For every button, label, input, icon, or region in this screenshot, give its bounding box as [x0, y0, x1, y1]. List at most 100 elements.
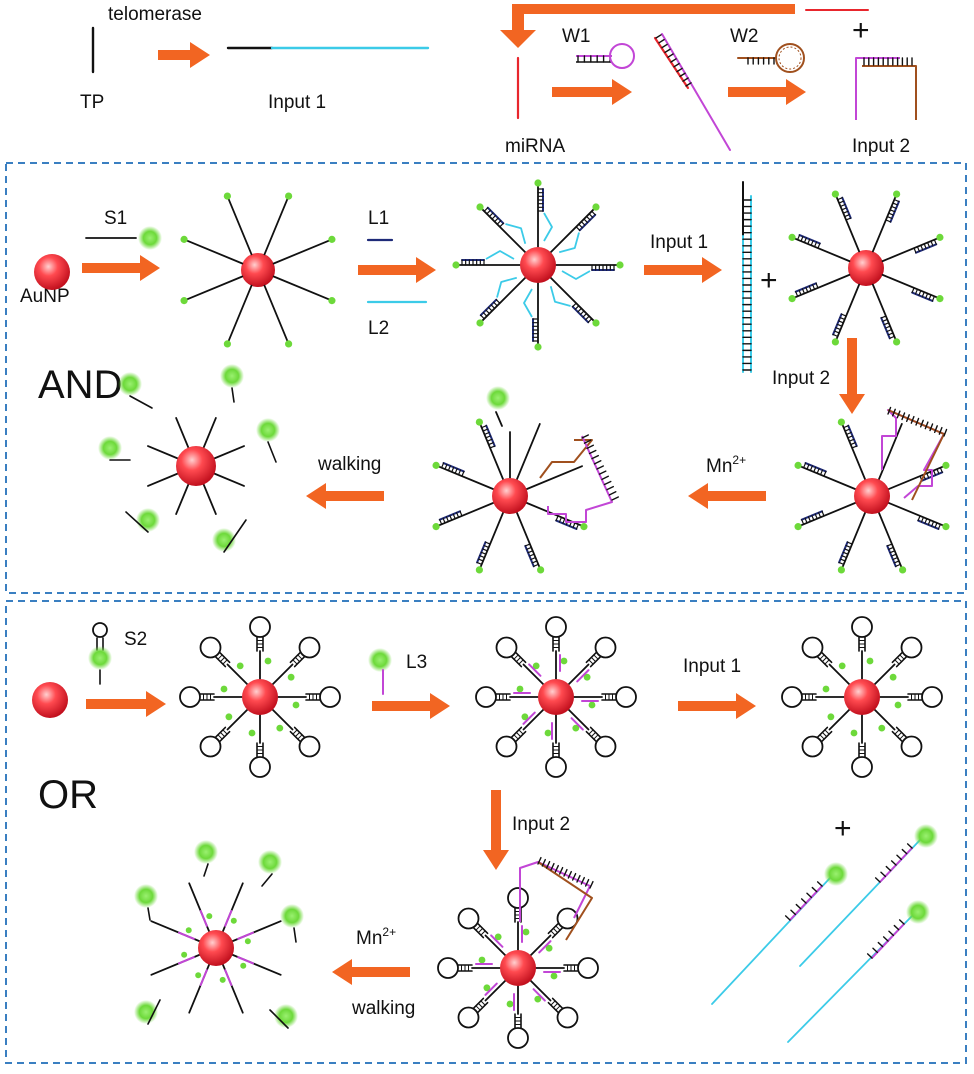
- released-fam: [256, 418, 280, 442]
- l1-spoke: [887, 501, 950, 531]
- fam-dot: [287, 673, 295, 681]
- fam-dot: [432, 461, 440, 469]
- fam-dot: [521, 713, 529, 721]
- w1-loop: [609, 43, 635, 69]
- hairpin-strand: [873, 636, 923, 686]
- released-fam: [486, 386, 510, 410]
- hairpin-loop: [298, 735, 321, 758]
- fam-dot: [878, 724, 886, 732]
- hairpin-loop: [577, 957, 599, 979]
- fam-dot: [893, 190, 901, 198]
- fam-dot: [544, 729, 552, 737]
- hairpin-strand: [277, 686, 341, 709]
- s1-spoke: [272, 275, 336, 305]
- fam-dot: [537, 566, 545, 574]
- fam-dot: [476, 203, 484, 211]
- fam-dot: [292, 701, 300, 709]
- l3-fragment: [199, 910, 208, 927]
- w2-stem-ticks: [747, 57, 775, 65]
- fam-dot: [285, 192, 293, 200]
- hairpin-strand: [249, 616, 272, 680]
- hairpin-strand: [567, 636, 617, 686]
- fam-dot: [850, 729, 858, 737]
- top-plus-sign: +: [852, 14, 870, 47]
- hairpin-loop: [556, 1006, 579, 1029]
- l3-fragment: [178, 931, 195, 940]
- hairpin-loop: [507, 1027, 529, 1049]
- released-duplex-ticks: [742, 199, 752, 371]
- input1-top-label: Input 1: [268, 92, 326, 113]
- input2-ticks: [863, 57, 913, 66]
- hairpin-strand: [801, 708, 851, 758]
- input2-bound-ticks: [887, 406, 948, 437]
- hairpin-strand: [851, 616, 874, 680]
- fam-dot: [452, 261, 460, 269]
- and-aunp-l1: [848, 250, 884, 286]
- or-input2-label: Input 2: [512, 814, 570, 835]
- l1-spoke: [881, 233, 944, 263]
- fam-dot: [534, 995, 542, 1003]
- hairpin-strand: [850, 714, 873, 778]
- hairpin-loop: [437, 957, 459, 979]
- hairpin-strand: [179, 685, 243, 708]
- l1-spoke: [432, 461, 495, 491]
- l2-bridge: [485, 250, 515, 260]
- hairpin-loop: [545, 756, 567, 778]
- hairpin-loop: [781, 686, 803, 708]
- released-fam-strand: [125, 511, 149, 533]
- fam-dot: [230, 917, 237, 924]
- hairpin-loop: [507, 887, 529, 909]
- fam-dot: [942, 461, 950, 469]
- hairpin-loop: [921, 686, 943, 708]
- w2-arrow: [728, 79, 806, 105]
- or-panel-frame: [5, 600, 967, 1064]
- fam-dot: [592, 319, 600, 327]
- or-aunp-input1: [844, 679, 880, 715]
- mirna-w1-duplex-red: [653, 36, 690, 90]
- l1-spoke: [881, 273, 944, 303]
- aunp-label: AuNP: [20, 286, 70, 307]
- or-input2-ticks: [537, 856, 594, 889]
- or-l3-arrow: [372, 693, 450, 719]
- or-aunp-s2: [242, 679, 278, 715]
- hairpin-strand: [781, 685, 845, 708]
- hairpin-strand: [437, 956, 501, 979]
- fam-dot: [942, 523, 950, 531]
- hairpin-strand: [873, 708, 923, 758]
- fam-dot: [936, 295, 944, 303]
- s2-label: S2: [124, 629, 147, 650]
- l3-released-fam: [914, 824, 938, 848]
- fam-dot: [328, 235, 336, 243]
- fam-dot: [592, 203, 600, 211]
- l3-fragment: [237, 931, 254, 940]
- hairpin-loop: [249, 756, 271, 778]
- and-aunp-s1: [241, 253, 275, 287]
- hairpin-loop: [851, 616, 873, 638]
- hairpin-loop: [249, 616, 271, 638]
- released-fam-strand: [147, 999, 161, 1025]
- released-fam: [118, 372, 142, 396]
- mirna-label: miRNA: [505, 136, 565, 157]
- fam-dot: [616, 261, 624, 269]
- s1-spoke: [180, 235, 244, 265]
- and-input2-label: Input 2: [772, 368, 830, 389]
- released-fam-strand: [231, 387, 235, 403]
- hairpin-loop: [495, 735, 518, 758]
- walker-magenta: [547, 435, 613, 523]
- hairpin-strand: [271, 708, 321, 758]
- input2-top-label: Input 2: [852, 136, 910, 157]
- or-input1-label: Input 1: [683, 656, 741, 677]
- and-panel-title: AND: [38, 363, 122, 407]
- and-aunp-input2: [854, 478, 890, 514]
- l3-fragment: [224, 969, 233, 986]
- fam-dot: [837, 418, 845, 426]
- l1-spoke: [432, 501, 495, 531]
- l1-l2-spoke: [452, 259, 521, 269]
- released-fam-strand: [269, 1009, 289, 1029]
- or-mn-label: Mn2+: [356, 925, 396, 949]
- hairpin-loop: [475, 686, 497, 708]
- fam-dot: [478, 956, 486, 964]
- cleaved-stump: [211, 445, 245, 461]
- hairpin-loop: [199, 636, 222, 659]
